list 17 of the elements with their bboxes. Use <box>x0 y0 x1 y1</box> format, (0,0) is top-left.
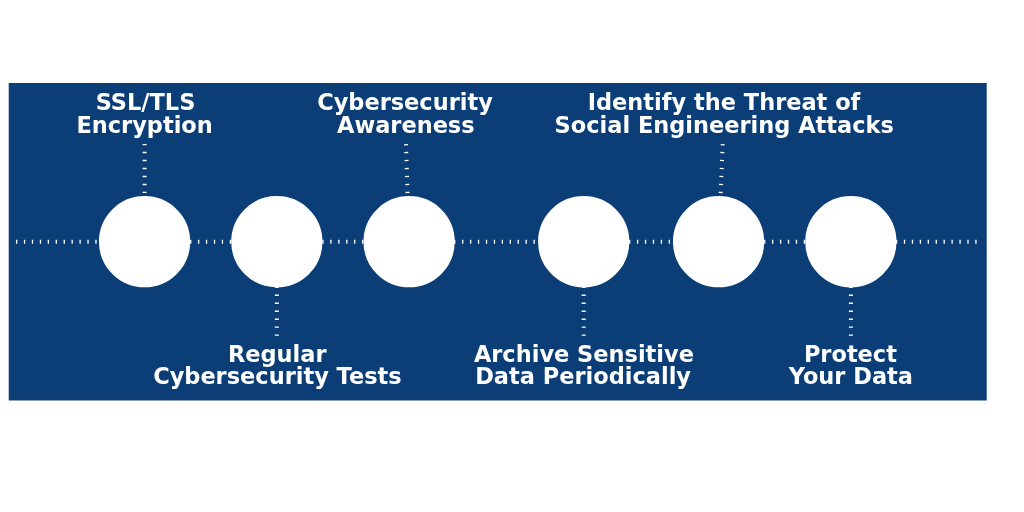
connector <box>190 239 232 244</box>
node-circle <box>363 196 455 288</box>
connector <box>764 239 806 244</box>
node-circle <box>805 196 897 288</box>
node-circle <box>98 196 191 288</box>
connector <box>895 239 980 244</box>
node-text: SSL/TLS Encryption <box>76 89 213 138</box>
connector <box>15 239 100 244</box>
node-text: Archive Sensitive Data Periodically <box>473 340 694 390</box>
connector <box>322 239 364 244</box>
node-text: Cybersecurity Awareness <box>317 89 493 138</box>
node-text: Identify the Threat of Social Engineering Attacks <box>554 89 894 138</box>
node-text: Regular Cybersecurity Tests <box>153 340 402 390</box>
node-circle <box>538 196 630 288</box>
node-circle <box>231 196 323 288</box>
node-text: Protect Your Data <box>788 340 913 390</box>
node-circle <box>672 196 765 288</box>
